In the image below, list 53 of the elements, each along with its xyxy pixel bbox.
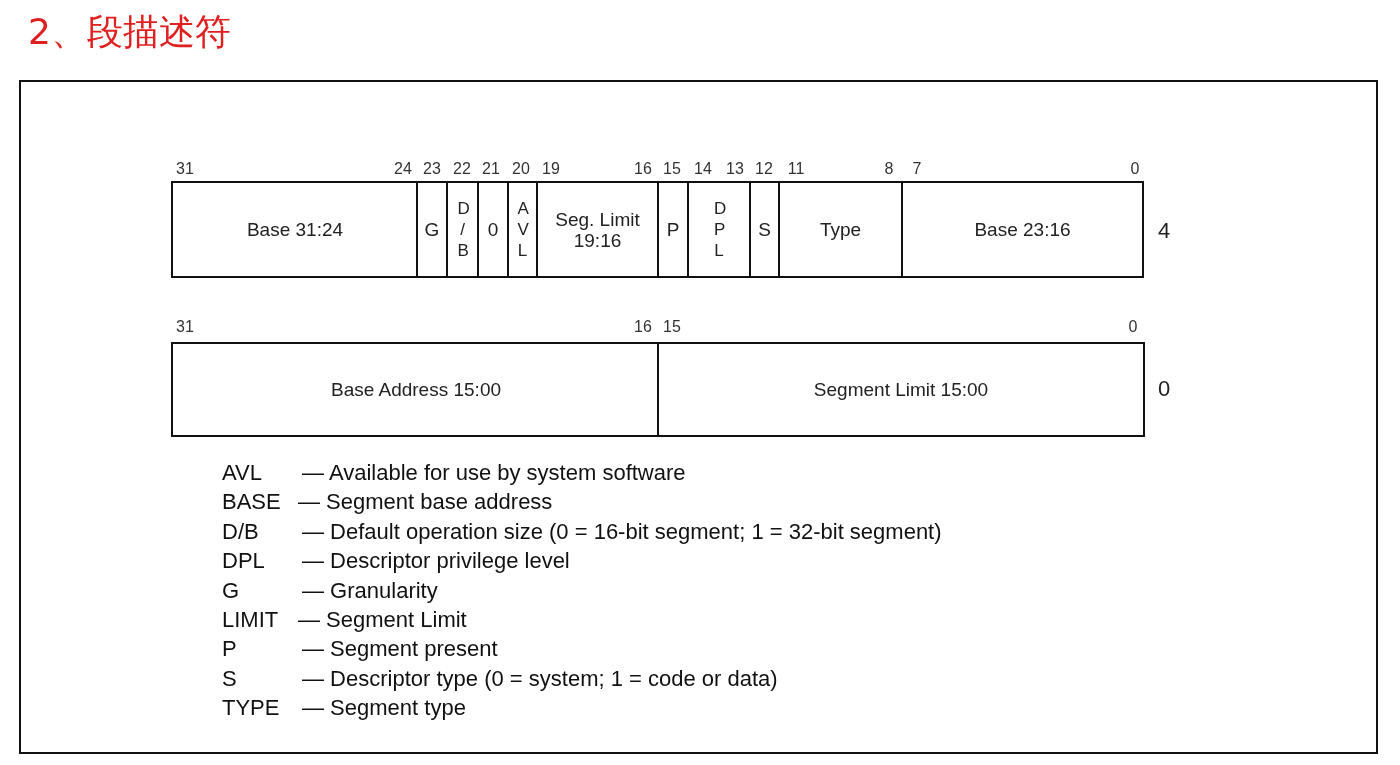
- legend-abbreviation: BASE: [222, 489, 281, 516]
- legend-abbreviation: G: [222, 577, 240, 604]
- bit-number: 13: [726, 160, 744, 178]
- legend-abbreviation: P: [222, 636, 237, 663]
- legend-abbreviation: D/B: [222, 518, 259, 545]
- bit-number: 16: [634, 318, 652, 336]
- bit-number: 22: [453, 160, 471, 178]
- bit-field-box: Base 23:16: [901, 181, 1144, 278]
- bit-number: 16: [634, 160, 652, 178]
- bit-field-box: G: [416, 181, 448, 278]
- bit-number: 21: [482, 160, 500, 178]
- title: 2、段描述符: [28, 10, 231, 54]
- bit-field-box: S: [749, 181, 780, 278]
- legend-description: — Segment type: [302, 695, 466, 722]
- legend-abbreviation: DPL: [222, 548, 265, 575]
- bit-number: 15: [663, 318, 681, 336]
- legend-abbreviation: AVL: [222, 460, 262, 486]
- bit-number: 0: [1128, 318, 1138, 336]
- bit-number: 15: [663, 160, 681, 178]
- legend-description: — Default operation size (0 = 16-bit segment; 1 = 32-bit segment): [302, 518, 942, 545]
- legend-description: — Descriptor type (0 = system; 1 = code or data): [302, 665, 778, 692]
- bit-number: 14: [694, 160, 712, 178]
- legend-description: — Segment base address: [298, 489, 553, 516]
- row-offset-label: 0: [1158, 376, 1171, 402]
- bit-number: 7: [912, 160, 922, 178]
- legend-abbreviation: TYPE: [222, 695, 280, 722]
- bit-number: 19: [542, 160, 560, 178]
- bit-field-box: Seg. Limit 19:16: [536, 181, 659, 278]
- legend-description: — Descriptor privilege level: [302, 548, 570, 575]
- bit-field-box: Type: [778, 181, 903, 278]
- legend-abbreviation: S: [222, 665, 237, 692]
- bit-number: 12: [755, 160, 773, 178]
- bit-number: 0: [1130, 160, 1140, 178]
- bit-number: 11: [787, 160, 805, 178]
- bit-number: 23: [423, 160, 441, 178]
- bit-number: 20: [512, 160, 530, 178]
- legend-description: — Segment present: [302, 636, 498, 663]
- legend-description: — Available for use by system software: [302, 460, 686, 486]
- bit-field-box: P: [657, 181, 689, 278]
- row-offset-label: 4: [1158, 218, 1171, 244]
- bit-field-box: A V L: [507, 181, 538, 278]
- bit-number: 8: [884, 160, 894, 178]
- bit-number: 31: [176, 318, 194, 336]
- bit-number: 31: [176, 160, 194, 178]
- legend-description: — Segment Limit: [298, 607, 467, 633]
- bit-field-box: D P L: [687, 181, 751, 278]
- legend-description: — Granularity: [302, 577, 438, 604]
- bit-number: 24: [394, 160, 412, 178]
- bit-field-box: 0: [477, 181, 509, 278]
- bit-field-box: Base 31:24: [171, 181, 419, 278]
- legend-abbreviation: LIMIT: [222, 607, 279, 633]
- bit-field-box: D / B: [446, 181, 479, 278]
- bit-field-box: Segment Limit 15:00: [657, 342, 1145, 437]
